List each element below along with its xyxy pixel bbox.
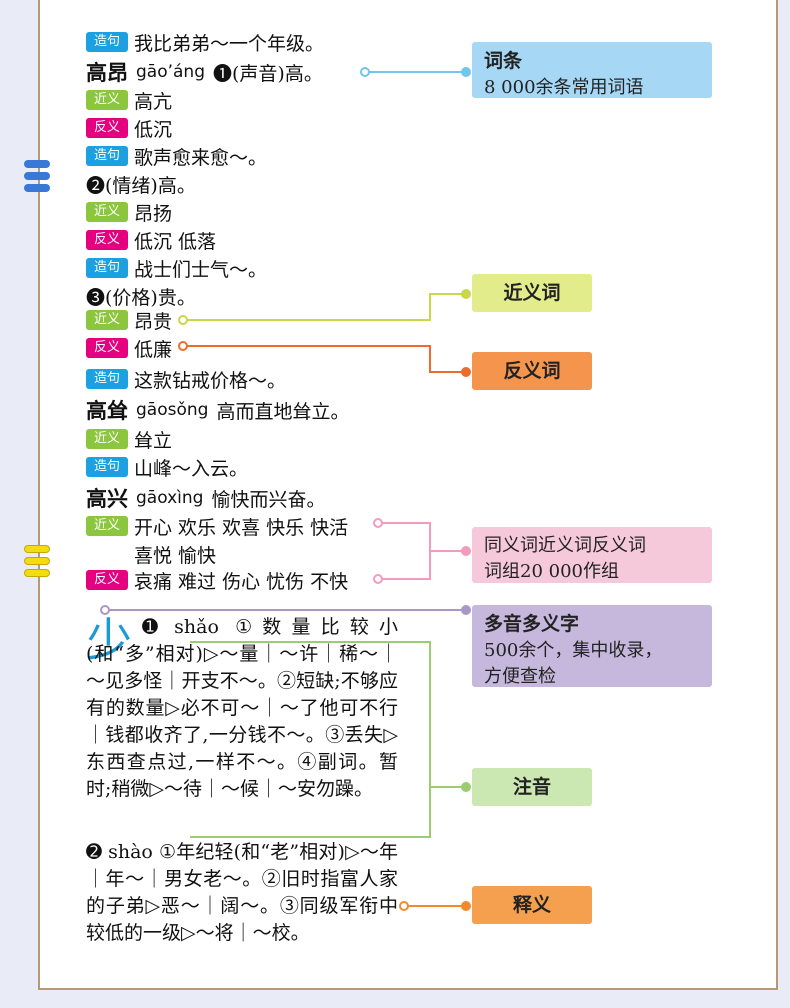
definition-line: ❷(情绪)高。 (86, 170, 196, 198)
shao-sense-1: ➊ shǎo ①数量比较小(和“多”相对)▷～量｜～许｜稀～｜～见多怪｜开支不～… (86, 616, 398, 800)
callout-title: 注音 (512, 776, 551, 798)
synonym-text: 昂贵 (134, 310, 173, 333)
antonym-text: 低廉 (134, 338, 173, 361)
headword-line: 高耸 gāosǒng 高而直地耸立。 (86, 396, 349, 424)
definition: 高而直地耸立。 (216, 400, 350, 423)
entry-line: 造句山峰～入云。 (86, 453, 248, 481)
tag-antonym: 反义 (86, 118, 128, 138)
shao-sense-2: ➋ shào ①年纪轻(和“老”相对)▷～年｜年～｜男女老～。②旧时指富人家的子… (86, 841, 398, 944)
tag-synonym: 近义 (86, 90, 128, 110)
synonym-text: 开心 欢乐 欢喜 快乐 快活 (134, 516, 349, 539)
tag-example: 造句 (86, 457, 128, 477)
head-character: 少 (86, 613, 132, 667)
entry-line: 造句这款钻戒价格～。 (86, 365, 286, 393)
callout-title: 多音多义字 (484, 613, 580, 635)
tag-synonym: 近义 (86, 202, 128, 222)
tag-example: 造句 (86, 146, 128, 166)
tag-example: 造句 (86, 369, 128, 389)
binder-clip-yellow (24, 569, 50, 577)
binder-clip-blue (24, 184, 50, 192)
callout-duoYin: 多音多义字 500余个，集中收录， 方便查检 (472, 605, 712, 687)
definition: ❸(价格)贵。 (86, 286, 196, 309)
pinyin: gāo’áng (136, 62, 205, 82)
binder-clip-yellow (24, 557, 50, 565)
example-text: 这款钻戒价格～。 (134, 369, 287, 392)
callout-line: 词组20 000作组 (484, 561, 619, 582)
callout-title: 词条 (484, 50, 523, 72)
entry-line: 造句战士们士气～。 (86, 254, 267, 282)
callout-tongYi: 同义词近义词反义词 词组20 000作组 (472, 527, 712, 583)
tag-example: 造句 (86, 258, 128, 278)
entry-line: 近义开心 欢乐 欢喜 快乐 快活 (86, 512, 348, 540)
callout-title: 近义词 (503, 282, 561, 304)
antonym-text: 哀痛 难过 伤心 忧伤 不快 (134, 570, 349, 593)
callout-zhuYin: 注音 (472, 768, 592, 806)
headword: 高兴 (86, 486, 128, 511)
entry-line-continued: 喜悦 愉快 (134, 540, 216, 568)
tag-example: 造句 (86, 32, 128, 52)
pinyin: gāosǒng (136, 400, 209, 420)
tag-antonym: 反义 (86, 570, 128, 590)
callout-line: 500余个，集中收录， (484, 640, 663, 661)
entry-line: 反义低廉 (86, 334, 172, 362)
example-text: 歌声愈来愈～。 (134, 146, 268, 169)
pinyin: gāoxìng (136, 488, 204, 508)
example-text: 我比弟弟～一个年级。 (134, 32, 325, 55)
tag-synonym: 近义 (86, 310, 128, 330)
callout-ciTiao: 词条 8 000余条常用词语 (472, 42, 712, 98)
definition-line: ❸(价格)贵。 (86, 282, 196, 310)
headword-line: 高兴 gāoxìng 愉快而兴奋。 (86, 484, 325, 512)
entry-line: 近义昂扬 (86, 198, 172, 226)
callout-title: 反义词 (503, 360, 561, 382)
definition: 愉快而兴奋。 (211, 488, 326, 511)
headword-line: 高昂 gāo’áng ❶(声音)高。 (86, 58, 323, 86)
callout-desc: 8 000余条常用词语 (484, 77, 644, 98)
example-text: 战士们士气～。 (134, 258, 268, 281)
entry-line: 反义哀痛 难过 伤心 忧伤 不快 (86, 566, 348, 594)
callout-line: 方便查检 (484, 666, 556, 687)
entry-line: 造句我比弟弟～一个年级。 (86, 28, 324, 56)
callout-fanYiCi: 反义词 (472, 352, 592, 390)
binder-clip-blue (24, 160, 50, 168)
synonym-text: 高亢 (134, 90, 173, 113)
paper-sheet (38, 0, 778, 990)
synonym-text: 昂扬 (134, 202, 173, 225)
entry-line: 近义高亢 (86, 86, 172, 114)
tag-antonym: 反义 (86, 230, 128, 250)
antonym-text: 低沉 低落 (134, 230, 217, 253)
tag-synonym: 近义 (86, 516, 128, 536)
callout-jinYiCi: 近义词 (472, 274, 592, 312)
definition: ❶(声音)高。 (213, 62, 323, 85)
tag-antonym: 反义 (86, 338, 128, 358)
headword: 高昂 (86, 60, 128, 85)
headword: 高耸 (86, 398, 128, 423)
antonym-text: 低沉 (134, 118, 173, 141)
binder-clip-yellow (24, 545, 50, 553)
synonym-text: 喜悦 愉快 (134, 544, 217, 567)
binder-clip-blue (24, 172, 50, 180)
callout-line: 同义词近义词反义词 (484, 535, 646, 556)
entry-line: 近义昂贵 (86, 306, 172, 334)
entry-line: 近义耸立 (86, 425, 172, 453)
entry-line: 反义低沉 (86, 114, 172, 142)
callout-shiYi: 释义 (472, 886, 592, 924)
example-text: 山峰～入云。 (134, 457, 249, 480)
tag-synonym: 近义 (86, 429, 128, 449)
entry-line: 反义低沉 低落 (86, 226, 216, 254)
entry-line: 造句歌声愈来愈～。 (86, 142, 267, 170)
definition: ❷(情绪)高。 (86, 174, 196, 197)
synonym-text: 耸立 (134, 429, 173, 452)
callout-title: 释义 (512, 894, 551, 916)
